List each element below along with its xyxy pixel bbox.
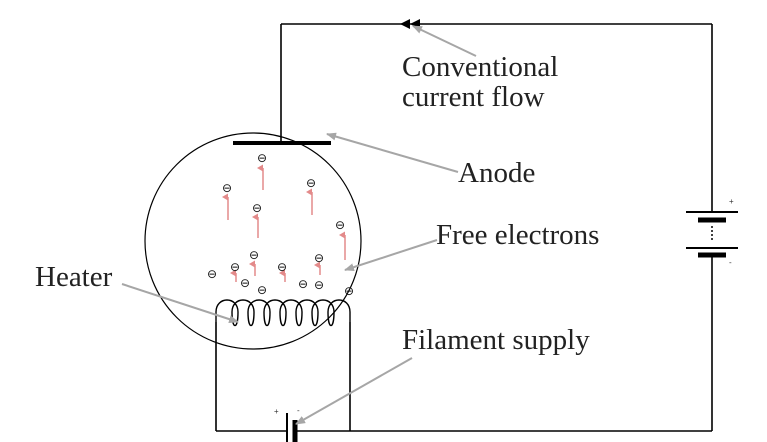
electron: ⊖	[335, 218, 345, 232]
label-filament-supply: Filament supply	[402, 324, 590, 356]
electron: ⊖	[277, 260, 287, 274]
free-electrons: ⊖ ⊖ ⊖ ⊖ ⊖ ⊖ ⊖ ⊖ ⊖ ⊖ ⊖ ⊖ ⊖ ⊖ ⊖	[207, 151, 354, 298]
electron: ⊖	[344, 284, 354, 298]
plate-battery-minus: -	[729, 258, 732, 267]
label-conventional-line2: current flow	[402, 81, 545, 113]
electron: ⊖	[252, 201, 262, 215]
leader-lines	[121, 25, 477, 425]
leader-heater	[121, 283, 239, 323]
electron: ⊖	[207, 267, 217, 281]
leader-free-electrons	[344, 239, 438, 272]
electron: ⊖	[249, 248, 259, 262]
electron: ⊖	[257, 151, 267, 165]
electron: ⊖	[222, 181, 232, 195]
plate-battery-plus: +	[729, 197, 734, 206]
tube-envelope	[144, 132, 362, 350]
electron: ⊖	[230, 260, 240, 274]
heater-coil	[215, 299, 351, 327]
filament-battery-minus: -	[297, 406, 300, 415]
electron: ⊖	[298, 277, 308, 291]
leader-current-flow	[412, 25, 477, 57]
electron: ⊖	[314, 278, 324, 292]
label-anode: Anode	[458, 157, 535, 189]
electron: ⊖	[314, 251, 324, 265]
plate-battery-icon	[686, 211, 738, 258]
electron: ⊖	[306, 176, 316, 190]
label-heater: Heater	[35, 261, 113, 293]
label-free-electrons: Free electrons	[436, 219, 599, 251]
electron: ⊖	[257, 283, 267, 297]
leader-anode	[326, 132, 459, 173]
filament-battery-icon	[286, 413, 298, 442]
label-conventional-line1: Conventional	[402, 51, 558, 83]
electron: ⊖	[240, 276, 250, 290]
filament-battery-plus: +	[274, 407, 279, 416]
electron-arrows	[222, 164, 346, 282]
leader-filament-supply	[295, 357, 413, 425]
